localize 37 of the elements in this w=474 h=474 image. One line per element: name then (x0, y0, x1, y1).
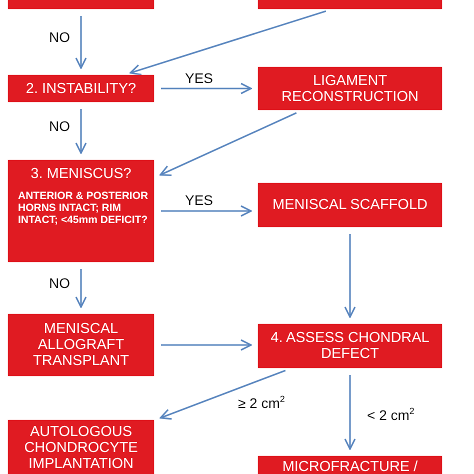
box-heading: 2. INSTABILITY? (26, 80, 136, 96)
box-note: ANTERIOR & POSTERIOR HORNS INTACT; RIM INTACT; <45mm DEFICIT? (17, 189, 150, 226)
edge-label: NO (48, 119, 71, 134)
arrow (161, 205, 252, 217)
arrow (75, 16, 87, 69)
edge-label: YES (184, 70, 214, 86)
box-heading: MICROFRACTURE / (282, 459, 418, 474)
edge-label: NO (48, 276, 71, 291)
process-box (258, 67, 442, 110)
box-heading: 4. ASSESS CHONDRAL DEFECT (270, 330, 430, 362)
edge-label: YES (184, 193, 214, 208)
arrow (130, 10, 326, 76)
process-box (258, 456, 442, 474)
process-box (8, 160, 154, 262)
edge-label: ≥ 2 cm$^{2}$ (236, 396, 286, 412)
box-heading: MENISCAL SCAFFOLD (272, 197, 428, 213)
arrow (75, 109, 87, 154)
flowchart-box (8, 0, 154, 9)
edge-label: < 2 cm$^{2}$ (366, 408, 416, 423)
arrow (160, 370, 286, 420)
arrow (75, 269, 87, 308)
arrow (344, 234, 356, 318)
arrow (161, 82, 252, 94)
process-box (258, 324, 442, 368)
arrow (161, 339, 252, 351)
box-heading: 3. MENISCUS? (30, 166, 132, 182)
process-box (8, 420, 154, 474)
box-heading: MENISCAL ALLOGRAFT TRANSPLANT (32, 321, 130, 369)
process-box (8, 75, 154, 102)
box-heading: AUTOLOGOUS CHONDROCYTE IMPLANTATION (23, 424, 139, 472)
edge-label: NO (48, 30, 71, 45)
arrow (344, 375, 356, 450)
process-box (258, 183, 442, 227)
process-box (8, 314, 154, 376)
flowchart-box (258, 0, 442, 9)
box-heading: LIGAMENT RECONSTRUCTION (280, 72, 420, 104)
arrow (160, 112, 297, 176)
